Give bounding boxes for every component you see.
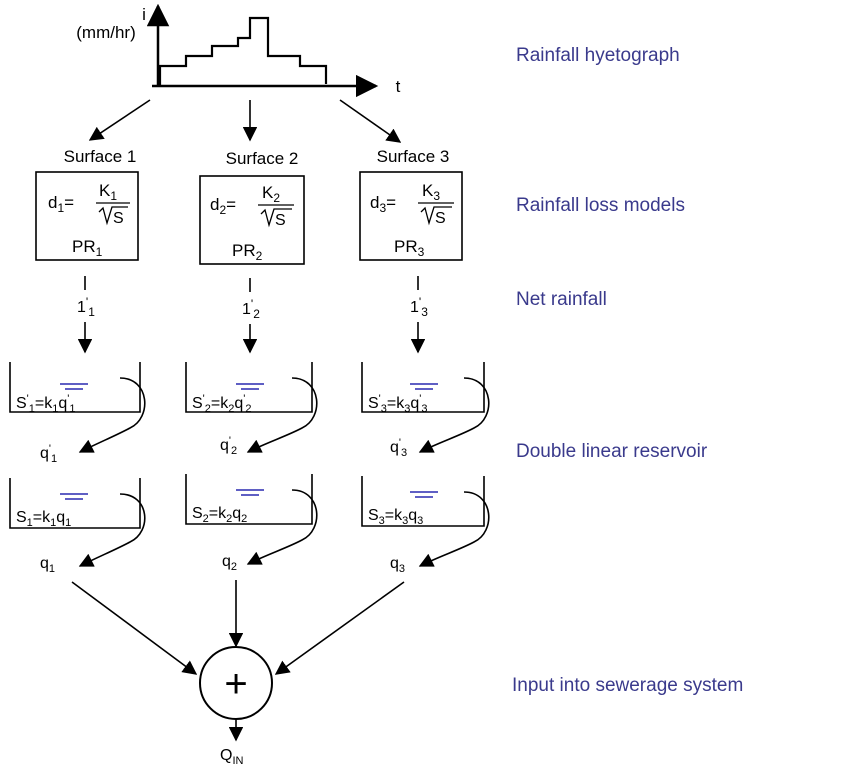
- reservoir-1-outflow: [246, 377, 318, 453]
- reservoir-2-output: q3: [390, 555, 405, 575]
- flow-arrow-surface-1: [71, 581, 198, 675]
- loss-model-numerator: K2: [262, 183, 280, 205]
- hyetograph-y-label: i: [142, 5, 146, 24]
- hyetograph-y-unit: (mm/hr): [76, 23, 135, 42]
- stage-label-reservoir: Double linear reservoir: [516, 441, 708, 462]
- reservoir-1-outflow: [418, 377, 490, 453]
- loss-model-lhs: d2=: [210, 195, 236, 217]
- loss-model-box: [35, 171, 139, 261]
- depression-subscript: 1: [57, 201, 64, 215]
- surface-1-column: Surface 1 d1= K1 S PR1 1'1 S'1=k1q'1 q'1…: [9, 147, 146, 575]
- sqrt-symbol: [260, 208, 292, 228]
- inflow-output-label: QIN: [220, 747, 244, 767]
- stage-label-net: Net rainfall: [516, 289, 607, 310]
- stage-label-hyetograph: Rainfall hyetograph: [516, 45, 680, 66]
- reservoir-1-equation: S'1=k1q'1: [16, 393, 76, 415]
- hyetograph-steps: [158, 16, 328, 86]
- loss-model-lhs: d1=: [48, 193, 74, 215]
- net-rainfall-label: 1'2: [242, 297, 260, 321]
- reservoir-1-equation: S'3=k3q'3: [368, 393, 428, 415]
- reservoir-2-equation: S1=k1q1: [16, 509, 71, 529]
- loss-model-numerator: K3: [422, 181, 440, 203]
- reservoir-2-outflow: [418, 491, 490, 567]
- plus-icon: +: [224, 662, 247, 706]
- surface-title: Surface 3: [377, 147, 450, 166]
- hyetograph-x-label: t: [396, 77, 401, 96]
- sqrt-symbol: [420, 206, 452, 226]
- arrow-to-surface-3: [339, 99, 402, 143]
- arrow-to-surface-1: [88, 99, 151, 141]
- depression-symbol: d: [48, 193, 57, 212]
- reservoir-1-equation: S'2=k2q'2: [192, 393, 252, 415]
- loss-model-box: [359, 171, 463, 261]
- slope-symbol: S: [275, 212, 286, 229]
- loss-model-pr: PR3: [394, 237, 425, 259]
- rainfall-hyetograph: i (mm/hr) t: [76, 3, 401, 98]
- net-rainfall-label: 1'3: [410, 295, 428, 319]
- surface-3-column: Surface 3 d3= K3 S PR3 1'3 S'3=k3q'3 q'3…: [359, 147, 490, 575]
- surface-title: Surface 2: [226, 149, 299, 168]
- stage-label-input: Input into sewerage system: [512, 675, 743, 696]
- net-rainfall-label: 1'1: [77, 295, 95, 319]
- reservoir-2-output: q2: [222, 553, 237, 573]
- reservoir-2-equation: S3=k3q3: [368, 507, 423, 527]
- reservoir-1-output: q'2: [220, 435, 237, 457]
- loss-model-box: [199, 175, 305, 265]
- loss-model-numerator: K1: [99, 181, 117, 203]
- reservoir-2-outflow: [78, 493, 146, 567]
- reservoir-2-equation: S2=k2q2: [192, 505, 247, 525]
- loss-model-pr: PR2: [232, 241, 263, 263]
- loss-model-lhs: d3=: [370, 193, 396, 215]
- surface-2-column: Surface 2 d2= K2 S PR2 1'2 S'2=k2q'2 q'2…: [185, 149, 318, 573]
- loss-model-pr: PR1: [72, 237, 103, 259]
- slope-symbol: S: [435, 210, 446, 227]
- reservoir-1-outflow: [78, 377, 146, 453]
- reservoir-2-outflow: [246, 489, 318, 565]
- sqrt-symbol: [98, 206, 128, 226]
- equals-sign: =: [64, 193, 74, 212]
- stage-label-loss: Rainfall loss models: [516, 195, 685, 216]
- flow-arrow-surface-3: [274, 581, 405, 675]
- surface-title: Surface 1: [64, 147, 137, 166]
- reservoir-1-output: q'3: [390, 437, 407, 459]
- reservoir-1-output: q'1: [40, 443, 57, 465]
- reservoir-2-output: q1: [40, 555, 55, 575]
- slope-symbol: S: [113, 210, 124, 227]
